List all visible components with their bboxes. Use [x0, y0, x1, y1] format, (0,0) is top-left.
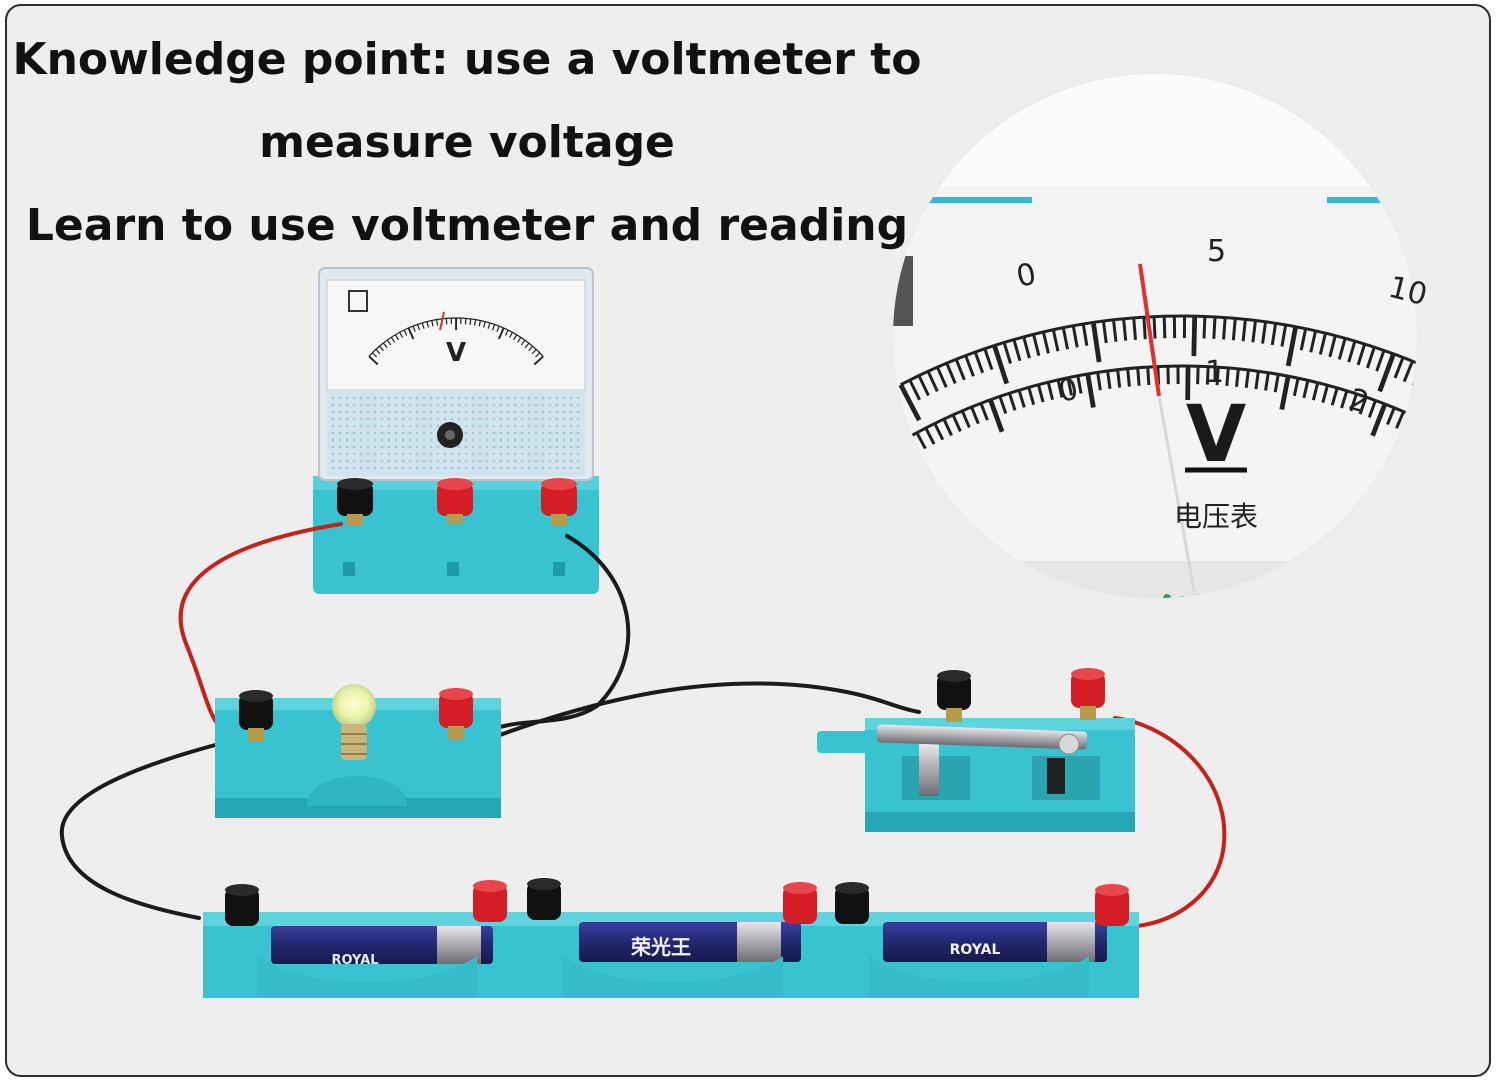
meter-needle [1138, 263, 1161, 397]
image-frame: Knowledge point: use a voltmeter to meas… [5, 4, 1491, 1077]
wire-black-bulb-switch [495, 681, 921, 738]
scale-label-outer-5: 5 [1207, 234, 1226, 269]
wire-red-voltmeter-bulb [178, 522, 343, 738]
bulb-icon [332, 684, 376, 760]
switch-terminal-red[interactable] [1071, 668, 1105, 720]
wires [59, 522, 1227, 928]
bulb-terminal-red[interactable] [439, 688, 473, 740]
caption-line-3: Learn to use voltmeter and reading [25, 200, 909, 251]
knife-switch [817, 668, 1135, 832]
caption-line-1: Knowledge point: use a voltmeter to [12, 34, 922, 85]
caption-line-2: measure voltage [259, 117, 675, 168]
bulb-terminal-black[interactable] [239, 690, 273, 742]
battery-terminal-red-3[interactable] [1095, 884, 1129, 926]
zoom-scale-ticks [897, 314, 1417, 474]
zoomed-meter-scale: 0 5 10 0 1 2 V 电压表 [891, 72, 1431, 600]
battery-terminal-black-1[interactable] [225, 884, 259, 926]
voltmeter-terminal-red-1[interactable] [437, 478, 473, 524]
wire-black-bulb-battery [59, 742, 221, 920]
battery-holder-2: 荣光王 [563, 922, 801, 998]
zoom-unit-symbol: V [1186, 390, 1246, 480]
battery-label-3: ROYAL [950, 942, 1001, 958]
voltmeter-unit-symbol: V [446, 338, 466, 368]
battery-terminal-red-1[interactable] [473, 880, 507, 922]
battery-label-1: ROYAL [331, 953, 378, 968]
battery-label-2: 荣光王 [630, 935, 691, 959]
battery-terminal-black-3[interactable] [835, 882, 869, 924]
battery-terminal-red-2[interactable] [783, 882, 817, 924]
voltmeter: V [313, 267, 599, 594]
voltmeter-terminal-red-2[interactable] [541, 478, 577, 526]
battery-holder-1: ROYAL [257, 926, 493, 998]
battery-pack: ROYAL 荣光王 ROYAL [203, 878, 1139, 998]
switch-blade[interactable] [876, 724, 1088, 750]
bulb-holder [215, 684, 501, 818]
voltmeter-terminal-negative[interactable] [337, 478, 373, 526]
switch-terminal-black[interactable] [937, 670, 971, 722]
circuit-illustration: 0 5 10 0 1 2 V 电压表 V [59, 72, 1431, 998]
scale-label-inner-1: 1 [1205, 355, 1224, 390]
voltmeter-scale-ticks [368, 317, 544, 366]
wire-red-switch-battery [1113, 716, 1227, 928]
battery-terminal-black-2[interactable] [527, 878, 561, 920]
battery-holder-3: ROYAL [869, 922, 1107, 998]
zoom-meter-label: 电压表 [1174, 500, 1258, 533]
